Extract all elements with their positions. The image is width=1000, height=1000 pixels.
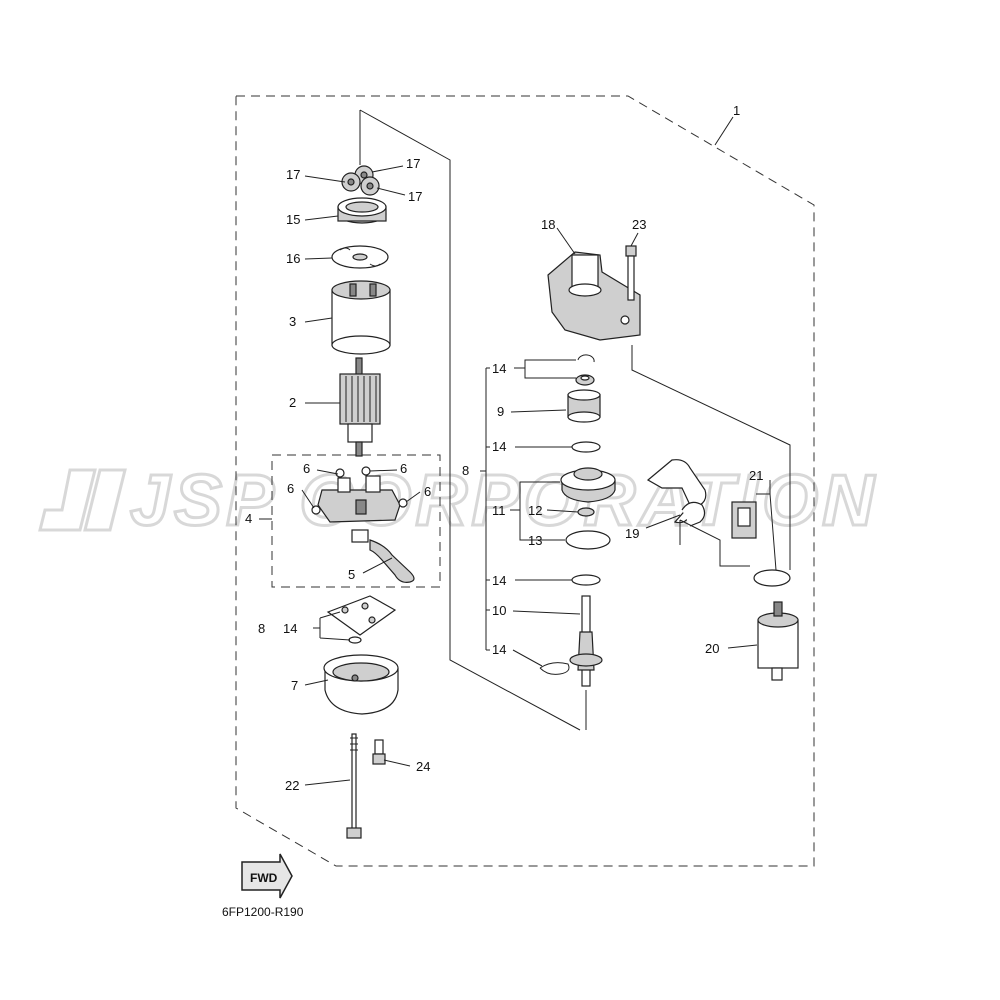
thrust-washer-middle xyxy=(571,574,601,586)
end-plate xyxy=(331,245,389,269)
solenoid-cover xyxy=(731,501,757,539)
callout-8-right: 8 xyxy=(462,463,469,478)
starter-bracket xyxy=(547,251,641,341)
circlip-and-collar xyxy=(575,354,595,386)
callout-7: 7 xyxy=(291,678,298,693)
leader-lines xyxy=(259,116,777,786)
pinion-gear xyxy=(567,389,601,423)
brush-holder-boundary xyxy=(271,454,441,588)
yoke xyxy=(331,280,391,355)
callout-19: 19 xyxy=(625,526,639,541)
internal-gear xyxy=(337,197,387,224)
shaft-alignment-lines xyxy=(359,109,581,731)
watermark-text: JSP CORPORATION xyxy=(130,461,878,541)
callout-6-c: 6 xyxy=(287,481,294,496)
clutch-collar xyxy=(577,507,595,517)
callout-14-c: 14 xyxy=(492,573,506,588)
callout-17-top: 17 xyxy=(406,156,420,171)
front-cover xyxy=(323,654,399,715)
pinion-shaft xyxy=(569,595,603,687)
shim-plate xyxy=(326,595,397,644)
callout-6-a: 6 xyxy=(303,461,310,476)
callout-20: 20 xyxy=(705,641,719,656)
callout-17-right: 17 xyxy=(408,189,422,204)
armature xyxy=(339,357,381,457)
brush-holder xyxy=(311,466,408,523)
through-bolt xyxy=(346,733,362,839)
callout-17-left: 17 xyxy=(286,167,300,182)
solenoid-gasket xyxy=(753,569,791,587)
callout-21: 21 xyxy=(749,468,763,483)
callout-10: 10 xyxy=(492,603,506,618)
lower-circlip xyxy=(539,662,570,675)
starter-solenoid xyxy=(757,601,799,681)
callout-5: 5 xyxy=(348,567,355,582)
diagram-reference-code: 6FP1200-R190 xyxy=(222,905,304,919)
callout-13: 13 xyxy=(528,533,542,548)
callout-16: 16 xyxy=(286,251,300,266)
callout-3: 3 xyxy=(289,314,296,329)
thrust-washer-upper xyxy=(571,441,601,453)
overrunning-clutch xyxy=(560,467,616,503)
callout-8-left: 8 xyxy=(258,621,265,636)
callout-2: 2 xyxy=(289,395,296,410)
callout-23: 23 xyxy=(632,217,646,232)
brush-lead xyxy=(351,529,415,583)
callout-6-d: 6 xyxy=(424,484,431,499)
callout-9: 9 xyxy=(497,404,504,419)
callout-24: 24 xyxy=(416,759,430,774)
callout-14-b: 14 xyxy=(492,439,506,454)
planetary-gears xyxy=(341,165,380,196)
callout-14-a: 14 xyxy=(492,361,506,376)
bracket-bolt xyxy=(625,245,637,301)
callout-18: 18 xyxy=(541,217,555,232)
callout-14-d: 14 xyxy=(492,642,506,657)
callout-labels: 1 17 17 17 15 16 3 2 6 6 6 6 4 5 8 14 7 … xyxy=(245,103,763,793)
fwd-arrow-label: FWD xyxy=(250,871,278,885)
callout-11: 11 xyxy=(492,503,506,518)
callout-12: 12 xyxy=(528,503,542,518)
callout-1: 1 xyxy=(733,103,740,118)
callout-4: 4 xyxy=(245,511,252,526)
assembly-boundary xyxy=(235,95,815,867)
shift-lever xyxy=(646,459,707,527)
callout-15: 15 xyxy=(286,212,300,227)
callout-6-b: 6 xyxy=(400,461,407,476)
callout-14-left: 14 xyxy=(283,621,297,636)
mounting-screw xyxy=(372,739,386,765)
callout-22: 22 xyxy=(285,778,299,793)
fwd-arrow-icon: FWD xyxy=(241,853,293,899)
ring-gear xyxy=(565,530,611,550)
